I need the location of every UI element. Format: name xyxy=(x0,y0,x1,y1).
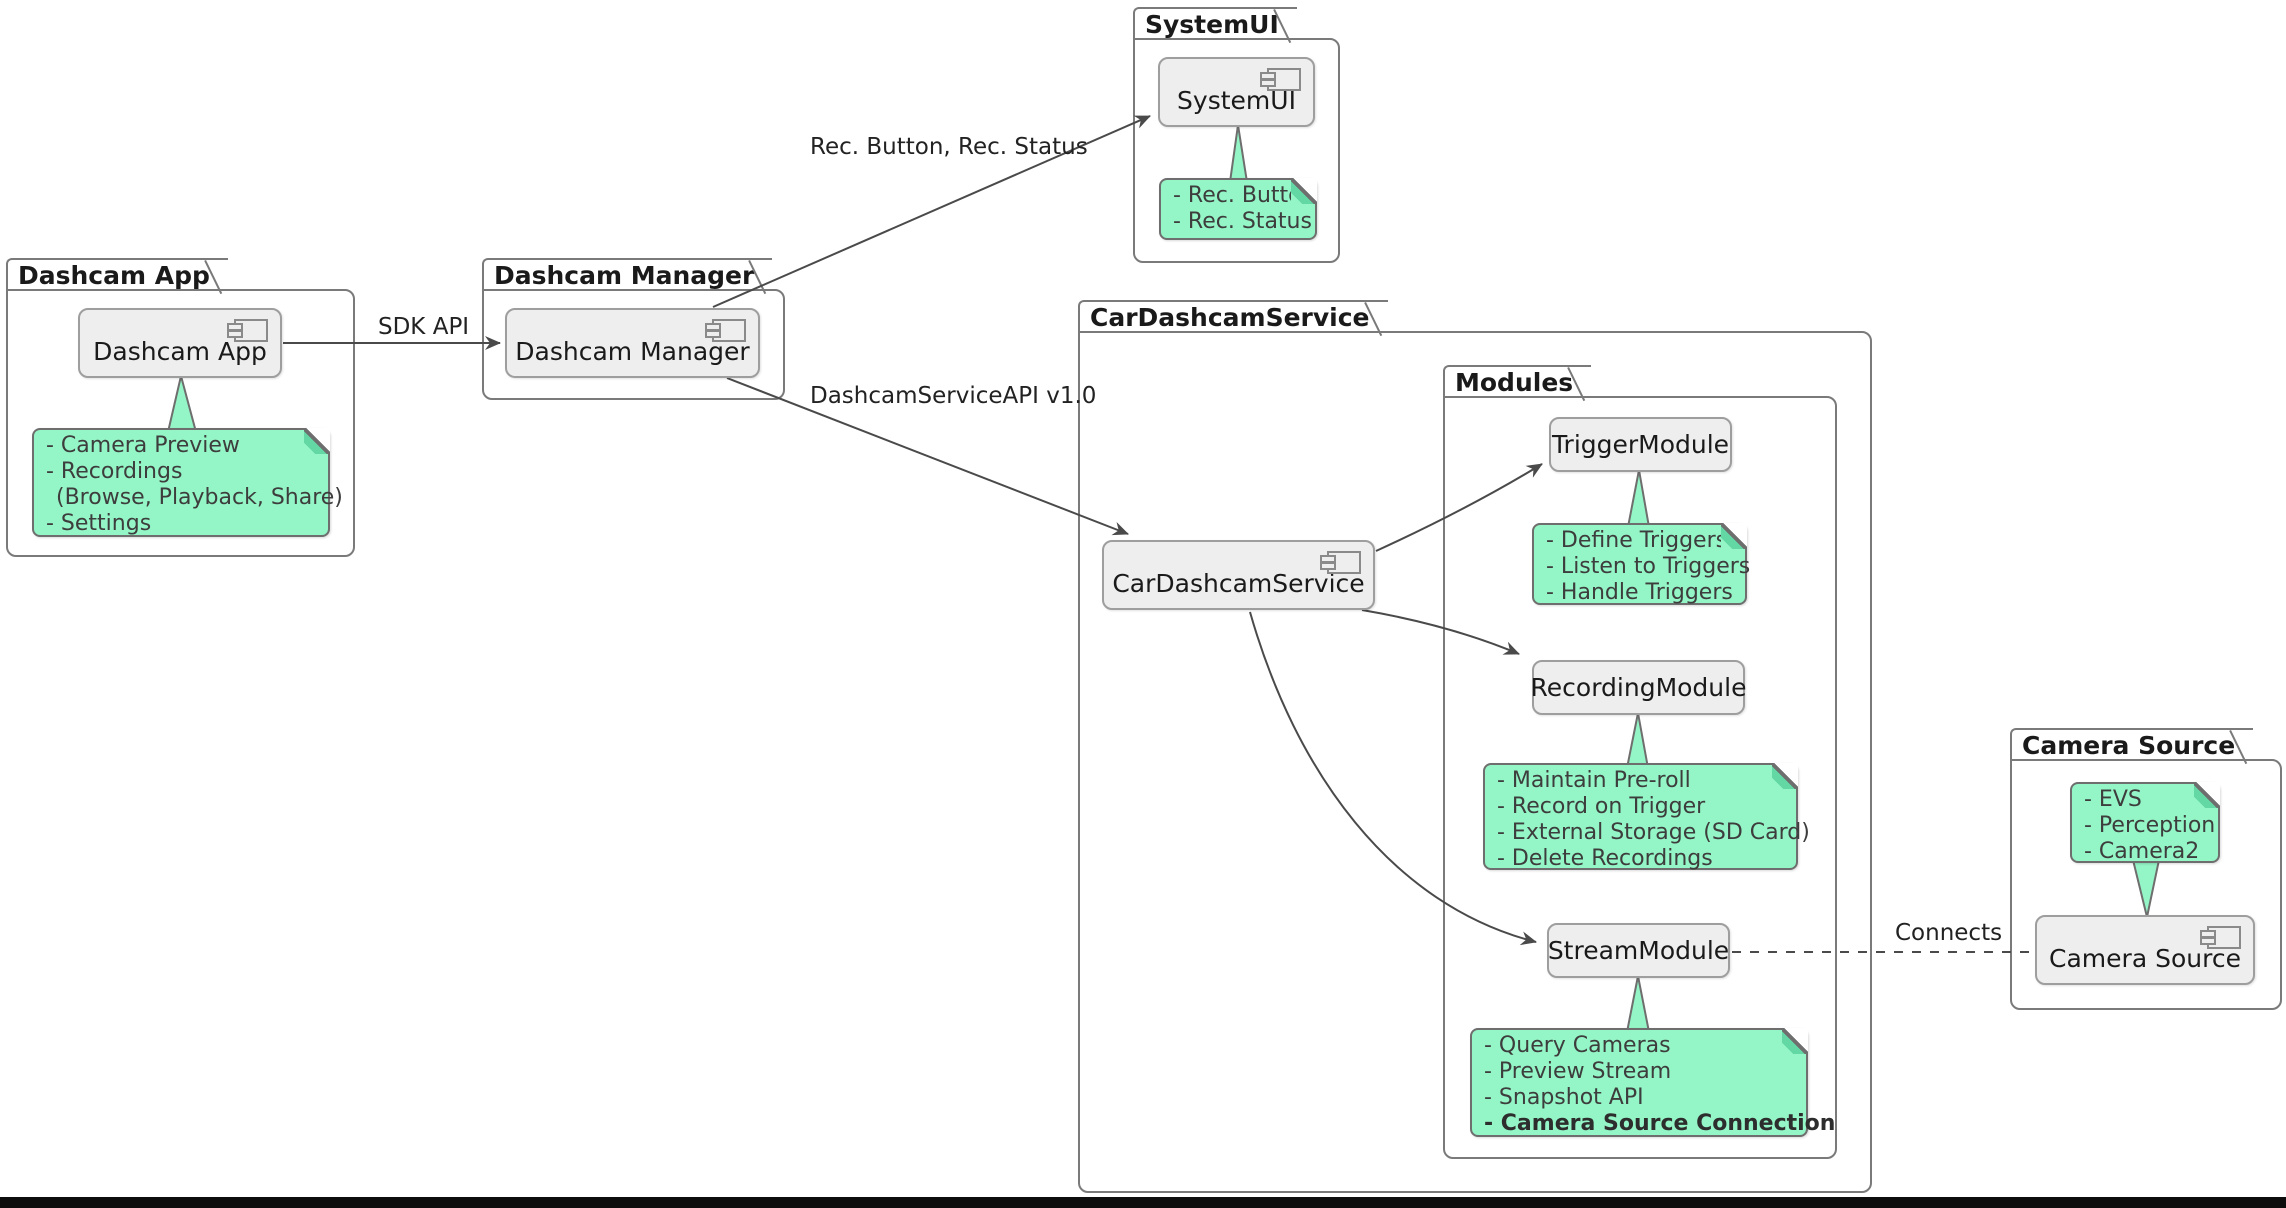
package-tab-modules: Modules xyxy=(1443,365,1592,398)
note-line: (Browse, Playback, Share) xyxy=(56,485,343,510)
note-line: - External Storage (SD Card) xyxy=(1497,820,1810,845)
component-label: StreamModule xyxy=(1547,936,1730,965)
note-line: - Handle Triggers xyxy=(1546,580,1733,605)
edge-label-connects: Connects xyxy=(1895,920,2003,946)
edge-label-dashcam-service-api: DashcamServiceAPI v1.0 xyxy=(810,383,1097,409)
note-dashcam-app: - Camera Preview - Recordings (Browse, P… xyxy=(32,428,343,537)
note-line: - Query Cameras xyxy=(1484,1033,1671,1058)
note-line: - Camera Preview xyxy=(46,433,240,458)
note-line: - Define Triggers xyxy=(1546,528,1728,553)
package-body-dashcam-manager xyxy=(482,289,785,400)
note-fold-icon xyxy=(1291,178,1317,204)
component-trigger-module: TriggerModule xyxy=(1549,417,1732,472)
edge-label-rec-button-status: Rec. Button, Rec. Status xyxy=(810,134,1088,160)
component-icon xyxy=(2200,926,2241,949)
note-line: - Listen to Triggers xyxy=(1546,554,1751,579)
note-line: - Snapshot API xyxy=(1484,1085,1644,1110)
note-line: - Rec. Button xyxy=(1173,183,1316,208)
edge-label-sdk-api: SDK API xyxy=(378,314,470,340)
package-tab-dashcam-manager: Dashcam Manager xyxy=(482,258,773,291)
package-tab-camera-source: Camera Source xyxy=(2010,728,2254,761)
note-line: - EVS xyxy=(2084,787,2142,812)
package-body-car-dashcam-service xyxy=(1078,331,1872,1193)
component-car-dashcam-service: CarDashcamService xyxy=(1102,540,1375,610)
component-camera-source: Camera Source xyxy=(2035,915,2255,985)
component-recording-module: RecordingModule xyxy=(1530,660,1747,715)
component-icon xyxy=(1320,551,1361,574)
note-line: - Perception xyxy=(2084,813,2216,838)
package-tab-dashcam-app: Dashcam App xyxy=(6,258,228,291)
bottom-bar xyxy=(0,1197,2286,1208)
component-icon xyxy=(705,319,746,342)
note-line: - Maintain Pre-roll xyxy=(1497,768,1691,793)
note-camera-source: - EVS - Perception - Camera2 xyxy=(2070,782,2220,864)
note-stream-module: - Query Cameras - Preview Stream - Snaps… xyxy=(1470,1028,1836,1137)
note-line: - Settings xyxy=(46,511,152,536)
component-icon xyxy=(227,319,268,342)
note-line: - Delete Recordings xyxy=(1497,846,1713,871)
component-label: RecordingModule xyxy=(1530,673,1747,702)
package-body-dashcam-app xyxy=(6,289,355,557)
note-line: - Camera2 xyxy=(2084,839,2200,864)
note-fold-icon xyxy=(1782,1028,1808,1054)
component-dashcam-app: Dashcam App xyxy=(78,308,282,378)
component-icon xyxy=(1260,68,1301,91)
note-trigger-module: - Define Triggers - Listen to Triggers -… xyxy=(1532,523,1751,605)
component-label: TriggerModule xyxy=(1551,430,1730,459)
note-fold-icon xyxy=(2194,782,2220,808)
note-recording-module: - Maintain Pre-roll - Record on Trigger … xyxy=(1483,763,1810,871)
note-fold-icon xyxy=(304,428,330,454)
component-stream-module: StreamModule xyxy=(1547,923,1730,978)
note-line: - Record on Trigger xyxy=(1497,794,1706,819)
note-line: - Rec. Status xyxy=(1173,209,1312,234)
component-systemui: SystemUI xyxy=(1158,57,1315,127)
package-body-camera-source xyxy=(2010,759,2282,1010)
note-line: - Camera Source Connection xyxy=(1484,1111,1836,1136)
note-line: - Recordings xyxy=(46,459,183,484)
note-fold-icon xyxy=(1721,523,1747,549)
note-systemui: - Rec. Button - Rec. Status xyxy=(1159,178,1317,240)
component-label: CarDashcamService xyxy=(1112,568,1365,598)
note-fold-icon xyxy=(1772,763,1798,789)
component-dashcam-manager: Dashcam Manager xyxy=(505,308,760,378)
note-line: - Preview Stream xyxy=(1484,1059,1672,1084)
package-tab-car-dashcam-service: CarDashcamService xyxy=(1078,300,1388,333)
component-label: Dashcam Manager xyxy=(515,336,750,366)
package-tab-systemui: SystemUI xyxy=(1133,7,1297,40)
